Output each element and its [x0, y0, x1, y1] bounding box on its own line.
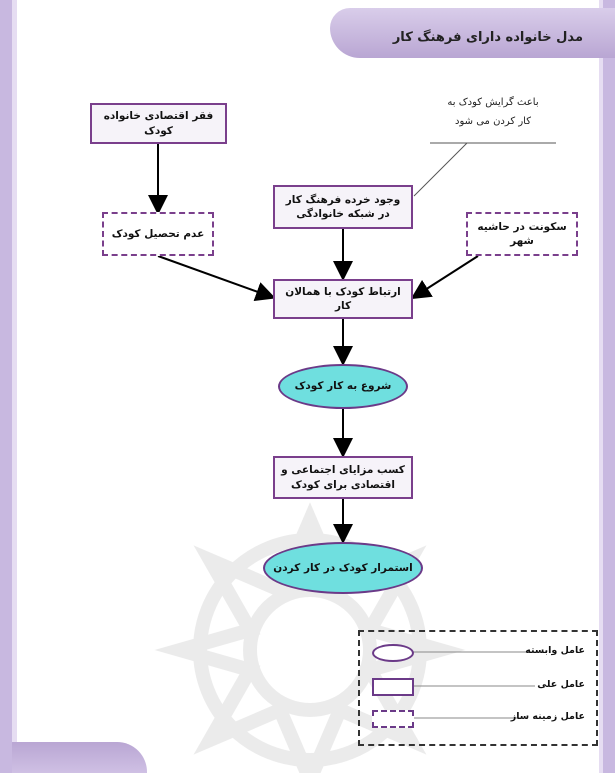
legend-causal-label: عامل علی — [537, 679, 585, 690]
annotation-note-line1: باعث گرایش کودک به — [447, 97, 539, 108]
legend-dashed-rect-icon — [372, 710, 414, 728]
page-title: مدل خانواده دارای فرهنگ کار — [392, 30, 583, 45]
left-border-strip — [0, 0, 12, 773]
footer-tab — [12, 742, 147, 773]
right-border-strip — [603, 0, 615, 773]
legend-rect-icon — [372, 678, 414, 696]
arrow-suburb-to-peer — [410, 255, 479, 300]
node-continue-work-label: استمرار کودک در کار کردن — [273, 561, 413, 574]
legend-oval-icon — [372, 644, 414, 662]
node-benefits-label: کسب مزایای اجتماعی و اقتصادی برای کودک — [281, 464, 405, 491]
legend-dependent-label: عامل وابسته — [525, 645, 585, 656]
node-family-poverty: فقر اقتصادی خانواده کودک — [90, 103, 227, 144]
node-no-education: عدم تحصیل کودک — [102, 212, 214, 256]
node-suburb-residence: سکونت در حاشیه شهر — [466, 212, 578, 256]
watermark-rosette — [154, 502, 466, 773]
node-peer-relation-label: ارتباط کودک با همالان کار — [285, 285, 401, 312]
node-start-work-label: شروع به کار کودک — [294, 380, 392, 393]
node-no-education-label: عدم تحصیل کودک — [111, 227, 205, 240]
node-work-subculture: وجود خرده فرهنگ کار در شبکه خانوادگی — [273, 185, 413, 229]
left-border-inner-strip — [12, 0, 17, 773]
annotation-note: باعث گرایش کودک به کار کردن می شود — [430, 93, 556, 131]
legend — [358, 630, 598, 746]
node-family-poverty-label: فقر اقتصادی خانواده کودک — [103, 110, 214, 137]
node-suburb-residence-label: سکونت در حاشیه شهر — [477, 220, 567, 247]
arrow-no-education-to-peer — [157, 255, 276, 301]
node-start-work: شروع به کار کودک — [278, 364, 408, 409]
node-benefits: کسب مزایای اجتماعی و اقتصادی برای کودک — [273, 456, 413, 499]
right-border-inner-strip — [599, 0, 603, 773]
legend-context-label: عامل زمینه ساز — [510, 711, 585, 722]
note-callout-line — [413, 142, 468, 197]
node-peer-relation: ارتباط کودک با همالان کار — [273, 279, 413, 319]
node-work-subculture-label: وجود خرده فرهنگ کار در شبکه خانوادگی — [285, 193, 401, 220]
node-continue-work: استمرار کودک در کار کردن — [263, 542, 423, 594]
annotation-note-line2: کار کردن می شود — [455, 116, 531, 127]
header-tab: مدل خانواده دارای فرهنگ کار — [330, 8, 615, 58]
